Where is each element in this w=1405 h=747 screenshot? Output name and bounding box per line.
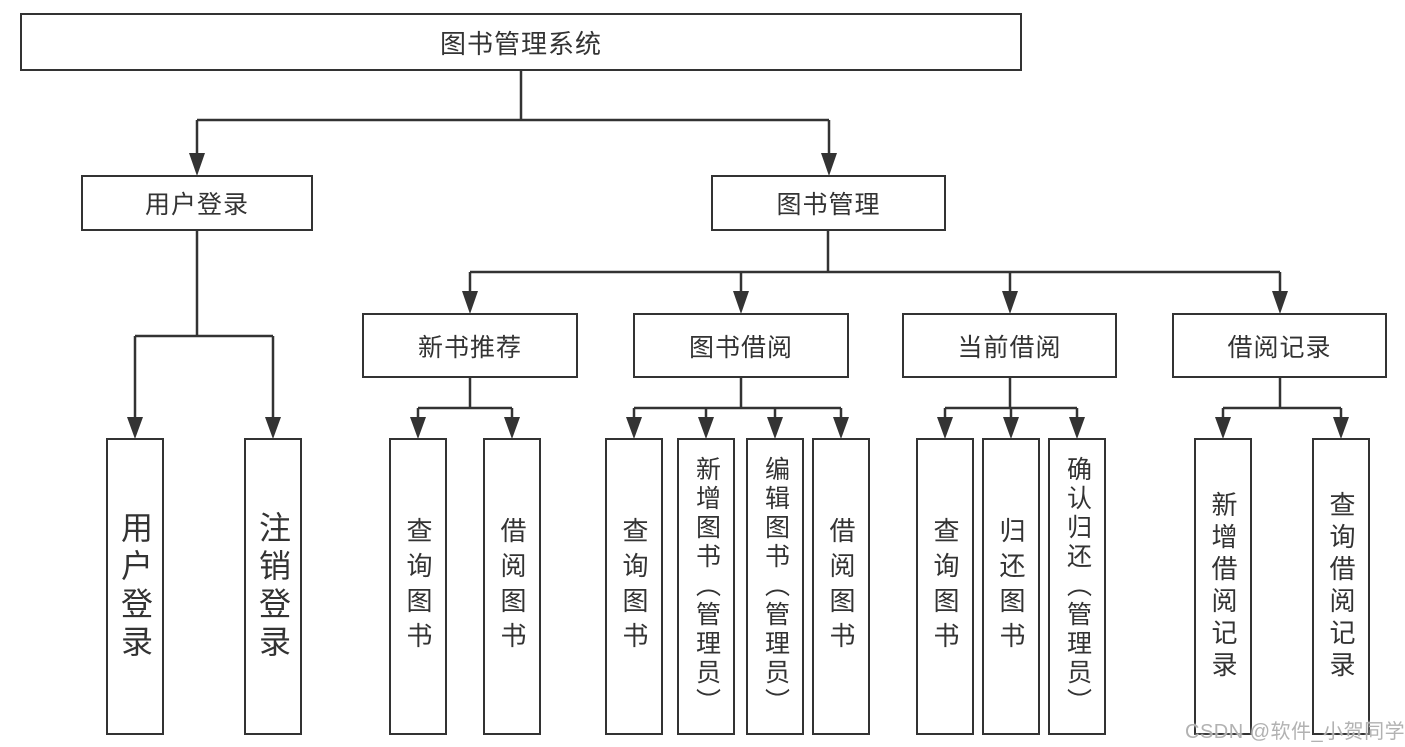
node-user-login-label: 用户登录 — [144, 191, 249, 219]
leaf-edit-book-admin: 编辑图书（管理员） — [746, 438, 804, 735]
node-book-borrowing-label: 图书借阅 — [688, 333, 793, 362]
node-borrowing-records: 借阅记录 — [1172, 313, 1387, 378]
leaf-user-login: 用户登录 — [106, 438, 164, 735]
node-book-borrowing: 图书借阅 — [633, 313, 849, 378]
tree-edges — [133, 71, 1343, 419]
leaf-add-borrow-record: 新增借阅记录 — [1194, 438, 1252, 735]
leaf-return-books-label: 归还图书 — [996, 516, 1026, 657]
node-root: 图书管理系统 — [20, 13, 1022, 71]
leaf-add-borrow-record-label: 新增借阅记录 — [1208, 490, 1238, 683]
leaf-query-books-current: 查询图书 — [916, 438, 974, 735]
leaf-borrow-books: 借阅图书 — [812, 438, 870, 735]
leaf-logout-label: 注销登录 — [255, 510, 291, 663]
node-root-label: 图书管理系统 — [439, 28, 602, 59]
leaf-query-books-recommend: 查询图书 — [389, 438, 447, 735]
node-new-book-recommend-label: 新书推荐 — [417, 333, 522, 362]
csdn-watermark: CSDN @软件_小贺同学 — [1185, 721, 1405, 743]
node-new-book-recommend: 新书推荐 — [362, 313, 578, 378]
node-book-management: 图书管理 — [711, 175, 946, 231]
leaf-borrow-books-recommend-label: 借阅图书 — [497, 516, 527, 657]
leaf-query-books-recommend-label: 查询图书 — [403, 516, 433, 657]
node-user-login: 用户登录 — [81, 175, 313, 231]
leaf-user-login-label: 用户登录 — [117, 510, 153, 663]
arrowheads — [127, 153, 1349, 439]
node-book-management-label: 图书管理 — [776, 191, 881, 219]
leaf-confirm-return-admin: 确认归还（管理员） — [1048, 438, 1106, 735]
leaf-query-books-current-label: 查询图书 — [930, 516, 960, 657]
leaf-confirm-return-admin-label: 确认归还（管理员） — [1063, 456, 1092, 717]
leaf-return-books: 归还图书 — [982, 438, 1040, 735]
node-current-borrowing-label: 当前借阅 — [957, 333, 1062, 362]
leaf-query-books-borrow-label: 查询图书 — [619, 516, 649, 657]
leaf-borrow-books-recommend: 借阅图书 — [483, 438, 541, 735]
leaf-add-book-admin-label: 新增图书（管理员） — [692, 456, 721, 717]
node-current-borrowing: 当前借阅 — [902, 313, 1117, 378]
leaf-logout: 注销登录 — [244, 438, 302, 735]
leaf-edit-book-admin-label: 编辑图书（管理员） — [761, 456, 790, 717]
leaf-query-books-borrow: 查询图书 — [605, 438, 663, 735]
leaf-borrow-books-label: 借阅图书 — [826, 516, 856, 657]
node-borrowing-records-label: 借阅记录 — [1227, 333, 1332, 362]
leaf-query-borrow-record: 查询借阅记录 — [1312, 438, 1370, 735]
leaf-add-book-admin: 新增图书（管理员） — [677, 438, 735, 735]
leaf-query-borrow-record-label: 查询借阅记录 — [1326, 490, 1356, 683]
